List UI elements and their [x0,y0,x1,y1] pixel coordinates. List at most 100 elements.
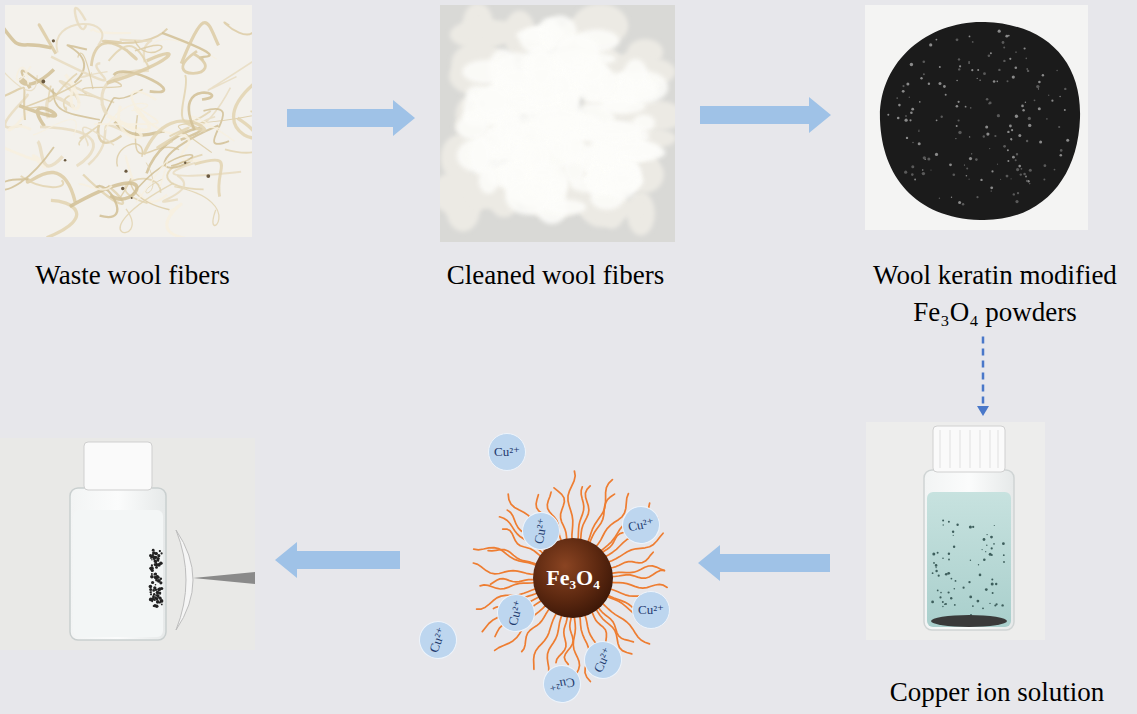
wool-strand [107,54,169,83]
speckle [962,203,964,205]
sediment [931,615,1007,627]
particle [932,552,935,555]
speckle [958,119,960,121]
ion-label: Cu²⁺ [426,625,450,655]
speckle [1064,109,1066,111]
speckle [914,179,916,181]
wool-strand [132,91,182,134]
speckle [1010,138,1012,140]
particle [154,576,157,579]
particle [1001,604,1003,606]
wool-fluff [528,166,555,180]
speckle [956,38,959,41]
speckle [983,135,985,137]
wool-fluff [509,122,528,142]
tweezers [193,572,255,584]
copper-ion: Cu²⁺ [632,591,670,629]
speckle [1026,68,1028,70]
speckle [976,196,978,198]
particle [952,531,954,533]
speckle [949,163,952,166]
wool-strand [195,160,222,197]
block-arrow [698,545,830,581]
particle [956,524,958,526]
particle [152,589,155,592]
wool-strand [40,127,94,166]
speckle [1021,105,1024,108]
speckle [1018,165,1021,168]
speckle [1038,107,1041,110]
speckle [1013,193,1015,195]
debris [121,187,124,190]
speckle [1066,139,1069,142]
particle [152,595,154,597]
wool-strand [109,46,150,69]
wool-fluff [547,200,586,215]
speckle [993,80,996,83]
speckle [1051,100,1053,102]
particle [156,594,159,597]
nanoparticle-core: Fe₃O₄ [458,463,688,693]
particle [160,587,163,590]
keratin-fibre [534,612,557,669]
wool-strand [9,108,31,130]
speckle [1048,95,1049,96]
wool-fluff [563,90,579,111]
wool-fluff [596,142,618,166]
speckle [951,197,952,198]
wool-strand [78,53,93,89]
speckle [1025,102,1026,103]
particle [150,575,154,579]
wool-strand [94,106,157,125]
particle [938,575,940,577]
particle [151,573,153,575]
particle [935,570,937,572]
block-arrow [287,100,415,136]
speckle [983,72,986,75]
speckle [911,173,914,176]
speckle [1058,126,1060,128]
particle [158,591,161,594]
particle [942,558,944,560]
wool-strand [83,127,114,146]
speckle [1025,176,1027,178]
speckle [969,136,970,137]
particle [149,598,153,602]
wool-strand [114,72,164,92]
speckle [1026,58,1028,60]
cap-ridges [940,430,998,468]
speckle [1042,74,1044,76]
wool-strand [118,106,141,138]
speckle [1003,47,1005,49]
particle [149,588,152,591]
wool-fluff [554,34,600,71]
speckle [1015,115,1018,118]
wool-strand [66,75,79,109]
speckle [923,61,926,64]
speckle [1029,183,1031,185]
speckle [1011,139,1013,141]
speckle [971,69,973,71]
keratin-fibres [473,471,667,682]
particle [948,553,950,555]
speckle [956,80,958,82]
speckle [1027,70,1029,72]
wool-strand [5,147,54,190]
particle [989,603,990,604]
wool-strand [51,57,105,81]
wool-strand [183,51,206,73]
speckle [988,54,991,57]
vial-glass [70,488,166,640]
particle [156,600,160,604]
photo-caption: Wool keratin modified Fe₃O₄ powders [857,257,1133,330]
wool-fluff [505,178,552,215]
particle [1003,561,1005,563]
particle [150,566,154,570]
speckle [997,164,998,165]
speckle [906,137,908,139]
speckle [1015,159,1017,161]
speckle [1006,175,1009,178]
particle [152,554,154,556]
wool-strand [144,121,205,155]
speckle [989,102,992,105]
